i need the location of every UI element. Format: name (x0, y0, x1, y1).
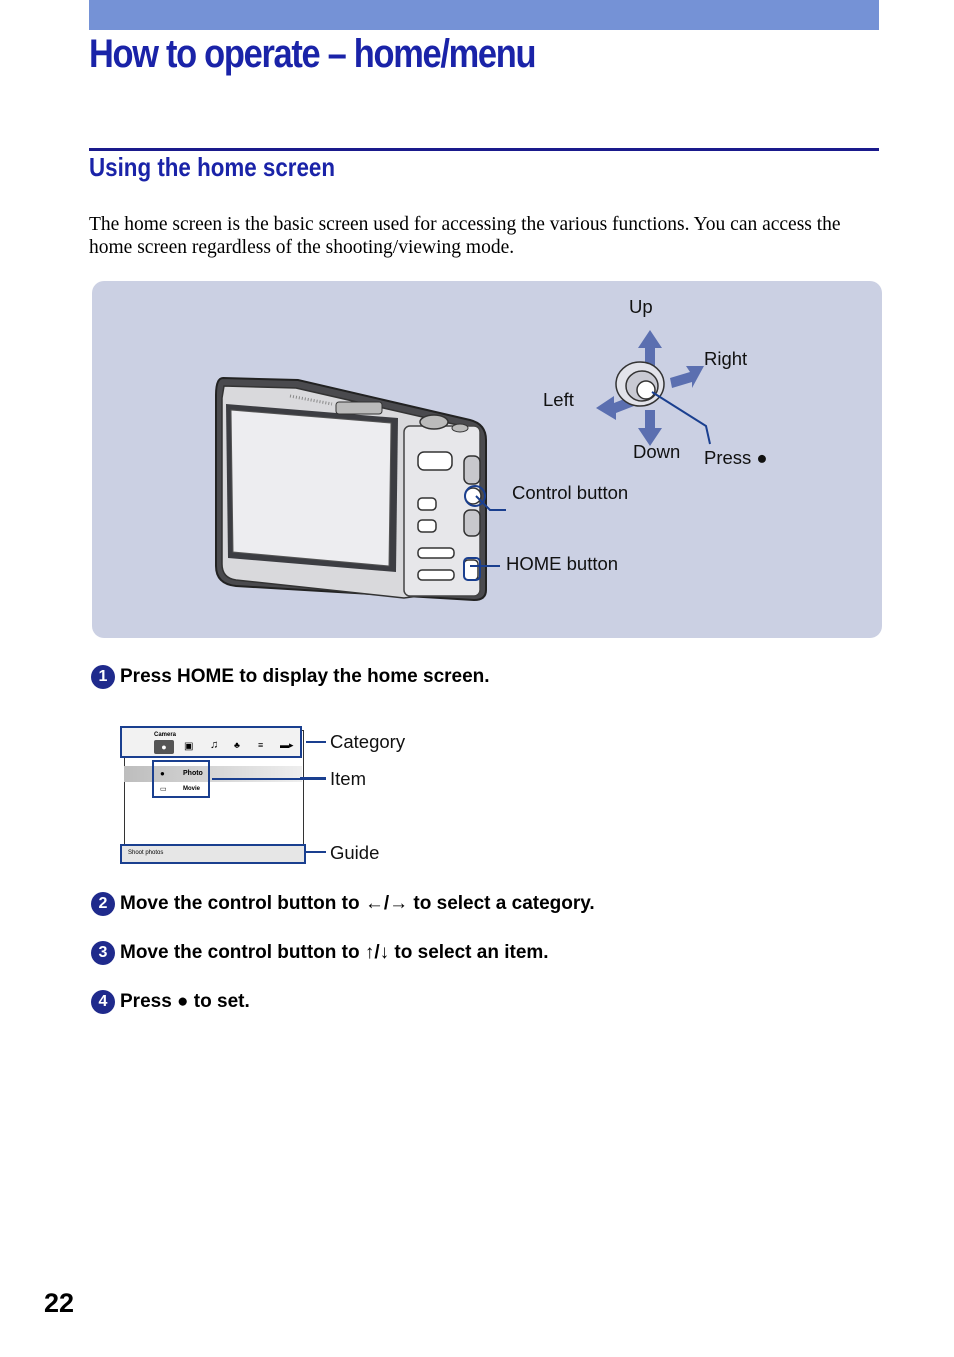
item-callout-line (212, 778, 326, 780)
arrow-right-icon (670, 366, 704, 388)
step-number-1: 1 (91, 665, 115, 689)
callout-category: Category (330, 731, 406, 752)
home-screen-figure: Camera ● ▣ ♫ ♣ ≡ ▬▸ ● Photo ▭ Movie Shoo… (120, 726, 306, 866)
item-frame (152, 760, 210, 798)
control-dial (596, 330, 711, 446)
arrow-left-icon (596, 396, 634, 420)
more-category-icon: ▬▸ (280, 740, 294, 750)
step-number-2: 2 (91, 892, 115, 916)
guide-bar (120, 844, 306, 864)
step-number-3: 3 (91, 941, 115, 965)
header-bar (89, 0, 879, 30)
label-down: Down (633, 441, 681, 462)
arrow-up-icon (638, 330, 662, 366)
menu-category-icon: ≡ (258, 740, 264, 750)
movie-item-icon: ▭ (160, 786, 167, 793)
control-button-leader (475, 495, 506, 511)
guide-text: Shoot photos (128, 850, 164, 856)
label-home-button: HOME button (506, 553, 619, 574)
label-left: Left (543, 389, 574, 410)
callout-guide: Guide (330, 842, 380, 863)
camera-body (215, 376, 487, 602)
label-press: Press ● (704, 447, 768, 468)
music-category-icon: ♫ (210, 739, 219, 751)
step-1-text: Press HOME to display the home screen. (120, 666, 490, 687)
intro-paragraph: The home screen is the basic screen used… (89, 214, 841, 258)
label-control-button: Control button (512, 482, 629, 503)
photo-item-icon: ● (160, 769, 165, 778)
category-bar (120, 726, 302, 758)
page-number: 22 (44, 1288, 75, 1318)
step-3-text: Move the control button to ↑/↓ to select… (120, 942, 549, 963)
item-photo: Photo (183, 770, 203, 777)
step-2-text: Move the control button to ←/→ to select… (120, 893, 595, 914)
item-movie: Movie (183, 786, 201, 792)
section-heading: Using the home screen (89, 152, 336, 182)
step-2: 2 Move the control button to ←/→ to sele… (91, 892, 595, 916)
label-right: Right (704, 348, 748, 369)
label-up: Up (629, 296, 653, 317)
page-title: How to operate – home/menu (89, 32, 537, 76)
section-divider (89, 148, 879, 151)
step-4-text: Press ● to set. (120, 991, 250, 1012)
arrow-down-icon (638, 410, 662, 446)
callout-item: Item (330, 768, 366, 789)
people-category-icon: ♣ (234, 740, 240, 750)
camera-illustration (215, 330, 711, 602)
step-4: 4 Press ● to set. (91, 990, 250, 1014)
step-3: 3 Move the control button to ↑/↓ to sele… (91, 941, 549, 965)
step-1: 1 Press HOME to display the home screen. (91, 665, 490, 689)
movie-category-icon: ▣ (184, 741, 194, 752)
step-number-4: 4 (91, 990, 115, 1014)
press-leader (651, 391, 711, 445)
camera-category-icon: ● (154, 740, 174, 754)
category-title: Camera (154, 732, 177, 738)
